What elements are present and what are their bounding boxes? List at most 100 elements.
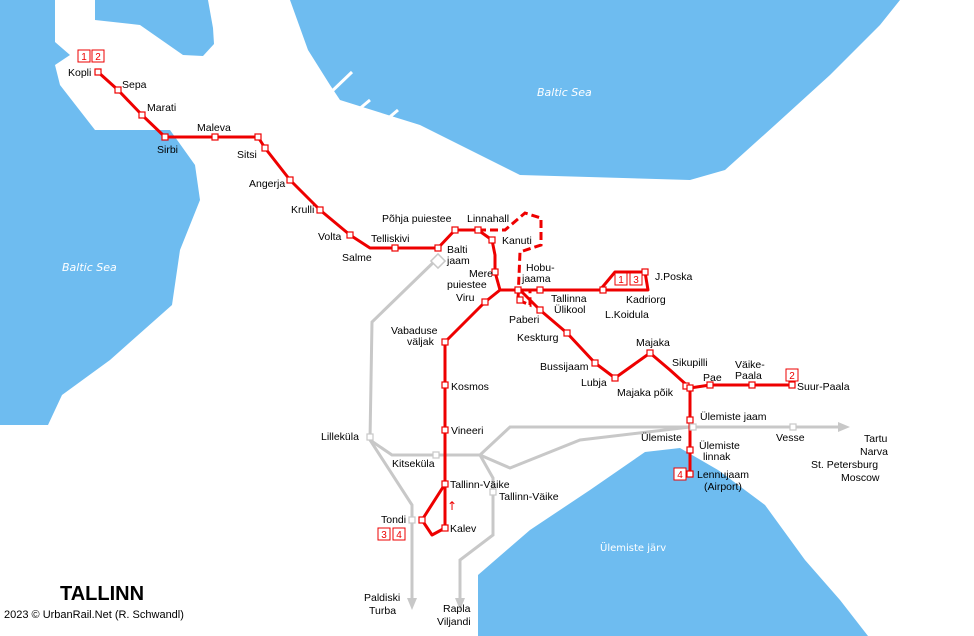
tram-stop-sirbi: [161, 133, 169, 141]
tram-stop-tondi: [418, 516, 426, 524]
label-maleva: Maleva: [197, 122, 231, 134]
route-badge-box: [629, 272, 643, 286]
ulemiste-lake-label: Ülemiste järv: [600, 541, 666, 554]
label-sitsi: Sitsi: [237, 149, 257, 161]
label-lubja: Lubja: [581, 377, 607, 389]
tram-stop-linnahall: [474, 226, 482, 234]
tram-stop-lubja: [611, 374, 619, 382]
label-ulemistejaam: Ülemiste jaam: [700, 411, 767, 423]
label-majakapoik: Majaka põik: [617, 387, 674, 399]
route-badge-kopli-2: 2: [91, 49, 105, 63]
label-tartu: Tartu: [864, 433, 888, 445]
tram-stop-pae: [706, 381, 714, 389]
tram-stop-balti-jaam: [434, 244, 442, 252]
label-vineeri: Vineeri: [451, 425, 484, 437]
route-badge-number: 4: [396, 530, 402, 541]
label-lennu-2: (Airport): [704, 481, 742, 493]
tram-stop-volta: [316, 206, 324, 214]
label-vabaduse-2: väljak: [407, 336, 435, 348]
baltic-sea-label-west: Baltic Sea: [62, 261, 117, 274]
label-viljandi: Viljandi: [437, 616, 471, 628]
baltic-sea-north: [290, 0, 900, 180]
station-labels: Kopli Sepa Marati Sirbi Maleva Sitsi Ang…: [68, 67, 888, 628]
route-badge-box: [614, 272, 628, 286]
tram-stop-bussijaam: [591, 359, 599, 367]
label-mere-1: Mere: [469, 268, 493, 280]
tram-stop-kadriorg: [599, 286, 607, 294]
tram-stop-salme: [346, 231, 354, 239]
pier-1: [326, 70, 354, 97]
route-badge-tondi-3: 3: [377, 527, 391, 541]
rail-stop-1: [789, 423, 797, 431]
label-poska: J.Poska: [655, 271, 693, 283]
route-badge-number: 2: [789, 371, 795, 382]
route-badge-tondi-4: 4: [392, 527, 406, 541]
label-mere-2: puiestee: [447, 279, 487, 291]
label-linnak-1: Ülemiste: [699, 440, 740, 452]
label-ulemiste: Ülemiste: [641, 432, 682, 444]
tram-stop-angerja: [261, 144, 269, 152]
tram-loop-linnahall: [478, 211, 543, 308]
route-badge-kopli-1: 1: [77, 49, 91, 63]
label-marati: Marati: [147, 102, 176, 114]
label-vaike-2: Paala: [735, 370, 762, 382]
route-badge-box: [377, 527, 391, 541]
label-kitsekula: Kitseküla: [392, 458, 435, 470]
label-moscow: Moscow: [841, 472, 880, 484]
label-balti-1: Balti: [447, 244, 467, 256]
label-sepa: Sepa: [122, 79, 147, 91]
label-kopli: Kopli: [68, 67, 91, 79]
tram-stop-j-poska: [641, 268, 649, 276]
label-tlu-1: Tallinna: [551, 293, 587, 305]
railway-main: [369, 425, 838, 457]
label-telliskivi: Telliskivi: [371, 233, 410, 245]
route-badge-number: 2: [95, 52, 101, 63]
rail-stop-3: [432, 451, 440, 459]
label-paldiski: Paldiski: [364, 592, 400, 604]
label-narva: Narva: [860, 446, 888, 458]
label-sirbi: Sirbi: [157, 144, 178, 156]
rail-stop-2: [366, 433, 374, 441]
route-badge-number: 1: [618, 275, 624, 286]
rail-stop-4: [489, 488, 497, 496]
tram-stop-telliskivi: [391, 244, 399, 252]
route-badge-number: 1: [81, 52, 87, 63]
label-tvaike-tram: Tallinn-Väike: [450, 479, 510, 491]
label-linnahall: Linnahall: [467, 213, 509, 225]
tram-lines-dashed: [478, 211, 543, 308]
label-vaike-1: Väike-: [735, 359, 765, 371]
label-tvaike-rail: Tallinn-Väike: [499, 491, 559, 503]
label-koidula: L.Koidula: [605, 309, 649, 321]
railway-ulemiste-loop: [479, 425, 691, 470]
tram-stop-tallinn-väike: [441, 480, 449, 488]
tram-stop-paberi: [536, 306, 544, 314]
baltic-sea-label-north: Baltic Sea: [537, 86, 592, 99]
label-volta: Volta: [318, 231, 342, 243]
route-badge-poska-1: 1: [614, 272, 628, 286]
label-turba: Turba: [369, 605, 396, 617]
tram-stop-väike-paala: [748, 381, 756, 389]
label-lennu-1: Lennujaam: [697, 469, 749, 481]
route-badge-poska-3: 3: [629, 272, 643, 286]
route-badge-box: [785, 368, 799, 382]
tram-stop-sikupilli: [686, 384, 694, 392]
label-paberi: Paberi: [509, 314, 539, 326]
baltic-sea-west: [0, 0, 200, 425]
water-bodies: [0, 0, 900, 636]
direction-arrow: ↑: [447, 499, 457, 513]
label-kanuti: Kanuti: [502, 235, 532, 247]
route-badge-box: [77, 49, 91, 63]
baltic-sea-north-left: [95, 0, 214, 56]
tram-stop-mere-puiestee: [491, 268, 499, 276]
rail-stop-5: [408, 516, 416, 524]
label-kosmos: Kosmos: [451, 381, 489, 393]
label-suur: Suur-Paala: [797, 381, 850, 393]
map-title: TALLINN: [60, 583, 144, 605]
pier-3: [371, 108, 399, 134]
tram-line-south: [420, 288, 501, 537]
label-tlu-2: Ülikool: [554, 304, 586, 316]
tram-stop-sepa: [114, 86, 122, 94]
tram-stop-l-koidula: [516, 296, 524, 304]
map-credit: 2023 © UrbanRail.Net (R. Schwandl): [4, 609, 184, 621]
